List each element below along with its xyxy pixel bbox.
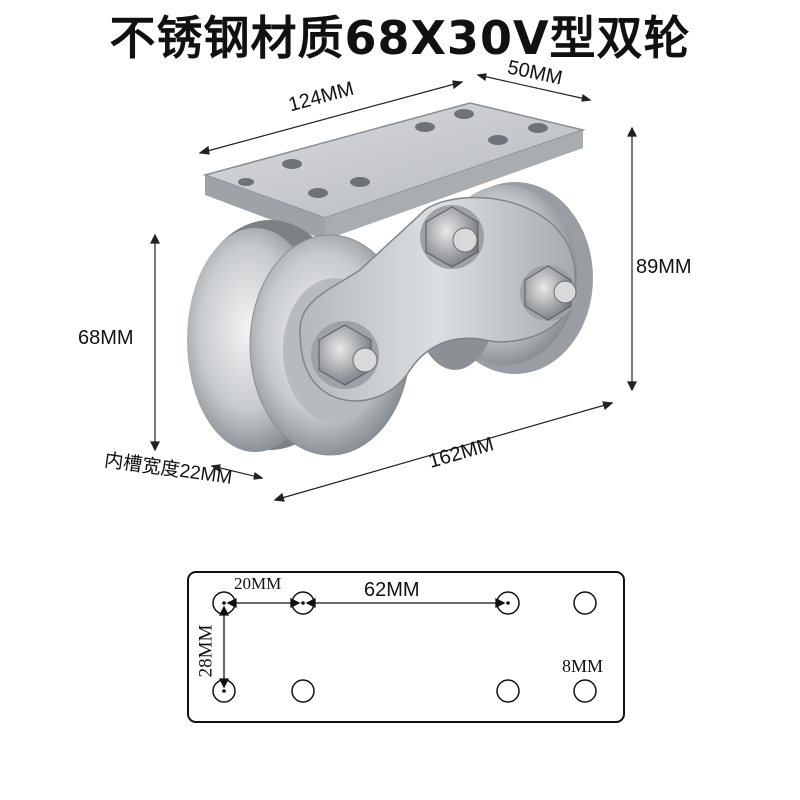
hole (573, 679, 597, 703)
hole (573, 591, 597, 615)
row-spacing-label: 28MM (195, 624, 217, 678)
hole-centers (222, 601, 510, 693)
wheel-diameter-label: 68MM (78, 327, 134, 349)
hole-spacing-small-label: 20MM (234, 574, 282, 593)
bolt-right (520, 265, 577, 321)
hole (291, 679, 315, 703)
product-title: 不锈钢材质68X30V型双轮 (109, 11, 691, 65)
diagram-dimension-lines (218, 597, 506, 689)
bolt-top (420, 205, 484, 269)
hole-diameter-label: 8MM (562, 656, 604, 676)
total-height-label: 89MM (636, 256, 692, 278)
hole (496, 679, 520, 703)
hole-spacing-large-label: 62MM (364, 579, 420, 601)
bolt-left (311, 321, 379, 389)
dimension-lines (150, 73, 637, 502)
mounting-plate (202, 102, 586, 240)
plate-outline (187, 571, 625, 723)
